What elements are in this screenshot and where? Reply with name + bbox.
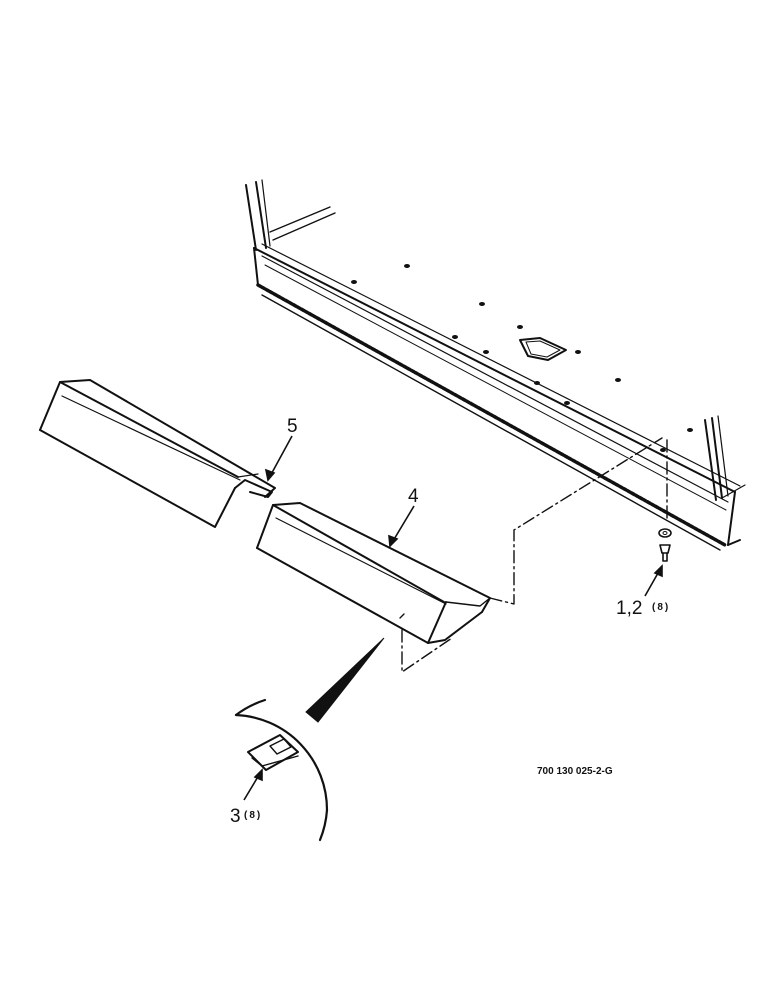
detail-callout-wedge (305, 637, 385, 723)
bolt-washer-hardware (658, 528, 672, 562)
part-5-shield (39, 379, 276, 528)
callout-5: 5 (287, 416, 298, 437)
callout-1-2-qty: (8) (652, 602, 670, 613)
detail-view-circle (234, 698, 329, 842)
assembly-leader-lines (401, 437, 668, 673)
drawing-code: 700 130 025-2-G (537, 766, 613, 777)
mounting-holes (351, 264, 693, 452)
callout-3: 3 (230, 806, 241, 827)
header-frame (245, 179, 746, 551)
callout-1-2: 1,2 (616, 598, 642, 619)
leader-arrows (243, 435, 663, 801)
callout-3-qty: (8) (244, 810, 262, 821)
callout-4: 4 (408, 486, 419, 507)
part-4-shield (256, 502, 491, 644)
